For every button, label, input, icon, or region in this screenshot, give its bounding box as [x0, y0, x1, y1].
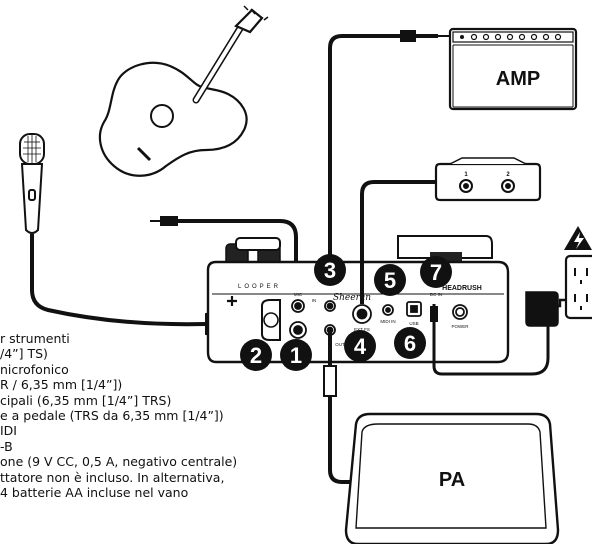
svg-text:6: 6 [404, 331, 416, 356]
warning-icon [564, 226, 592, 250]
callout-6: 6 [394, 327, 426, 359]
power-adapter [430, 291, 559, 327]
amp-label: AMP [496, 68, 540, 90]
mic-jack-label: MIC [294, 292, 303, 297]
footswitch-1-label: 1 [464, 172, 468, 178]
midi-in-label: MIDI IN [380, 319, 395, 324]
callout-5: 5 [374, 264, 406, 296]
pa-speaker: PA [344, 412, 560, 544]
looper-logo: Sheeran [333, 293, 371, 303]
legend-item-5: IDI [0, 423, 17, 439]
legend-item-7-cont2: 4 batterie AA incluse nel vano [0, 484, 189, 500]
legend-item-3: cipali (6,35 mm [1/4”] TRS) [0, 392, 172, 408]
looper-brand: LOOPER [238, 284, 281, 290]
out-label: OUT [335, 342, 345, 347]
callout-1: 1 [280, 339, 312, 371]
in-label: IN [312, 298, 317, 303]
svg-text:5: 5 [384, 268, 396, 293]
svg-text:3: 3 [324, 258, 336, 283]
legend-item-6: -B [0, 438, 13, 454]
legend-item-7-cont: ttatore non è incluso. In alternativa, [0, 469, 225, 485]
svg-text:2: 2 [250, 343, 262, 368]
svg-text:7: 7 [430, 260, 442, 285]
pa-cable [323, 330, 372, 484]
amp-cable [328, 30, 450, 262]
callout-4: 4 [344, 330, 376, 362]
dc-in-label: DC IN [430, 292, 442, 297]
legend-item-4: e a pedale (TRS da 6,35 mm [1/4”]) [0, 407, 224, 423]
legend-item-1: r strumenti [0, 331, 70, 346]
legend-item-1-cont: /4”] TS) [0, 346, 48, 362]
wall-outlet [564, 254, 592, 320]
mic-cable [30, 234, 207, 327]
callout-2: 2 [240, 339, 272, 371]
acoustic-guitar [98, 5, 269, 177]
legend-item-2-cont: R / 6,35 mm [1/4”]) [0, 377, 123, 393]
usb-label: USB [409, 321, 418, 326]
ext-fs-label: EXT FS [354, 327, 370, 332]
svg-text:1: 1 [290, 343, 302, 368]
footswitch-2-label: 2 [506, 172, 510, 178]
callout-3: 3 [314, 254, 346, 286]
footswitch-cable [360, 180, 436, 304]
microphone [19, 133, 45, 234]
guitar-cable [150, 216, 298, 320]
pa-label: PA [439, 469, 465, 491]
headrush-logo: HEADRUSH [442, 285, 482, 292]
power-label: POWER [451, 324, 469, 329]
legend-item-7: one (9 V CC, 0,5 A, negativo centrale) [0, 454, 238, 470]
amp: AMP [448, 27, 578, 111]
callout-7: 7 [420, 256, 452, 288]
connection-legend: r strumenti /4”] TS) nicrofonico R / 6,3… [0, 331, 330, 500]
dual-footswitch: 1 2 [434, 157, 542, 202]
svg-text:4: 4 [354, 334, 367, 359]
legend-item-2: nicrofonico [0, 361, 69, 377]
